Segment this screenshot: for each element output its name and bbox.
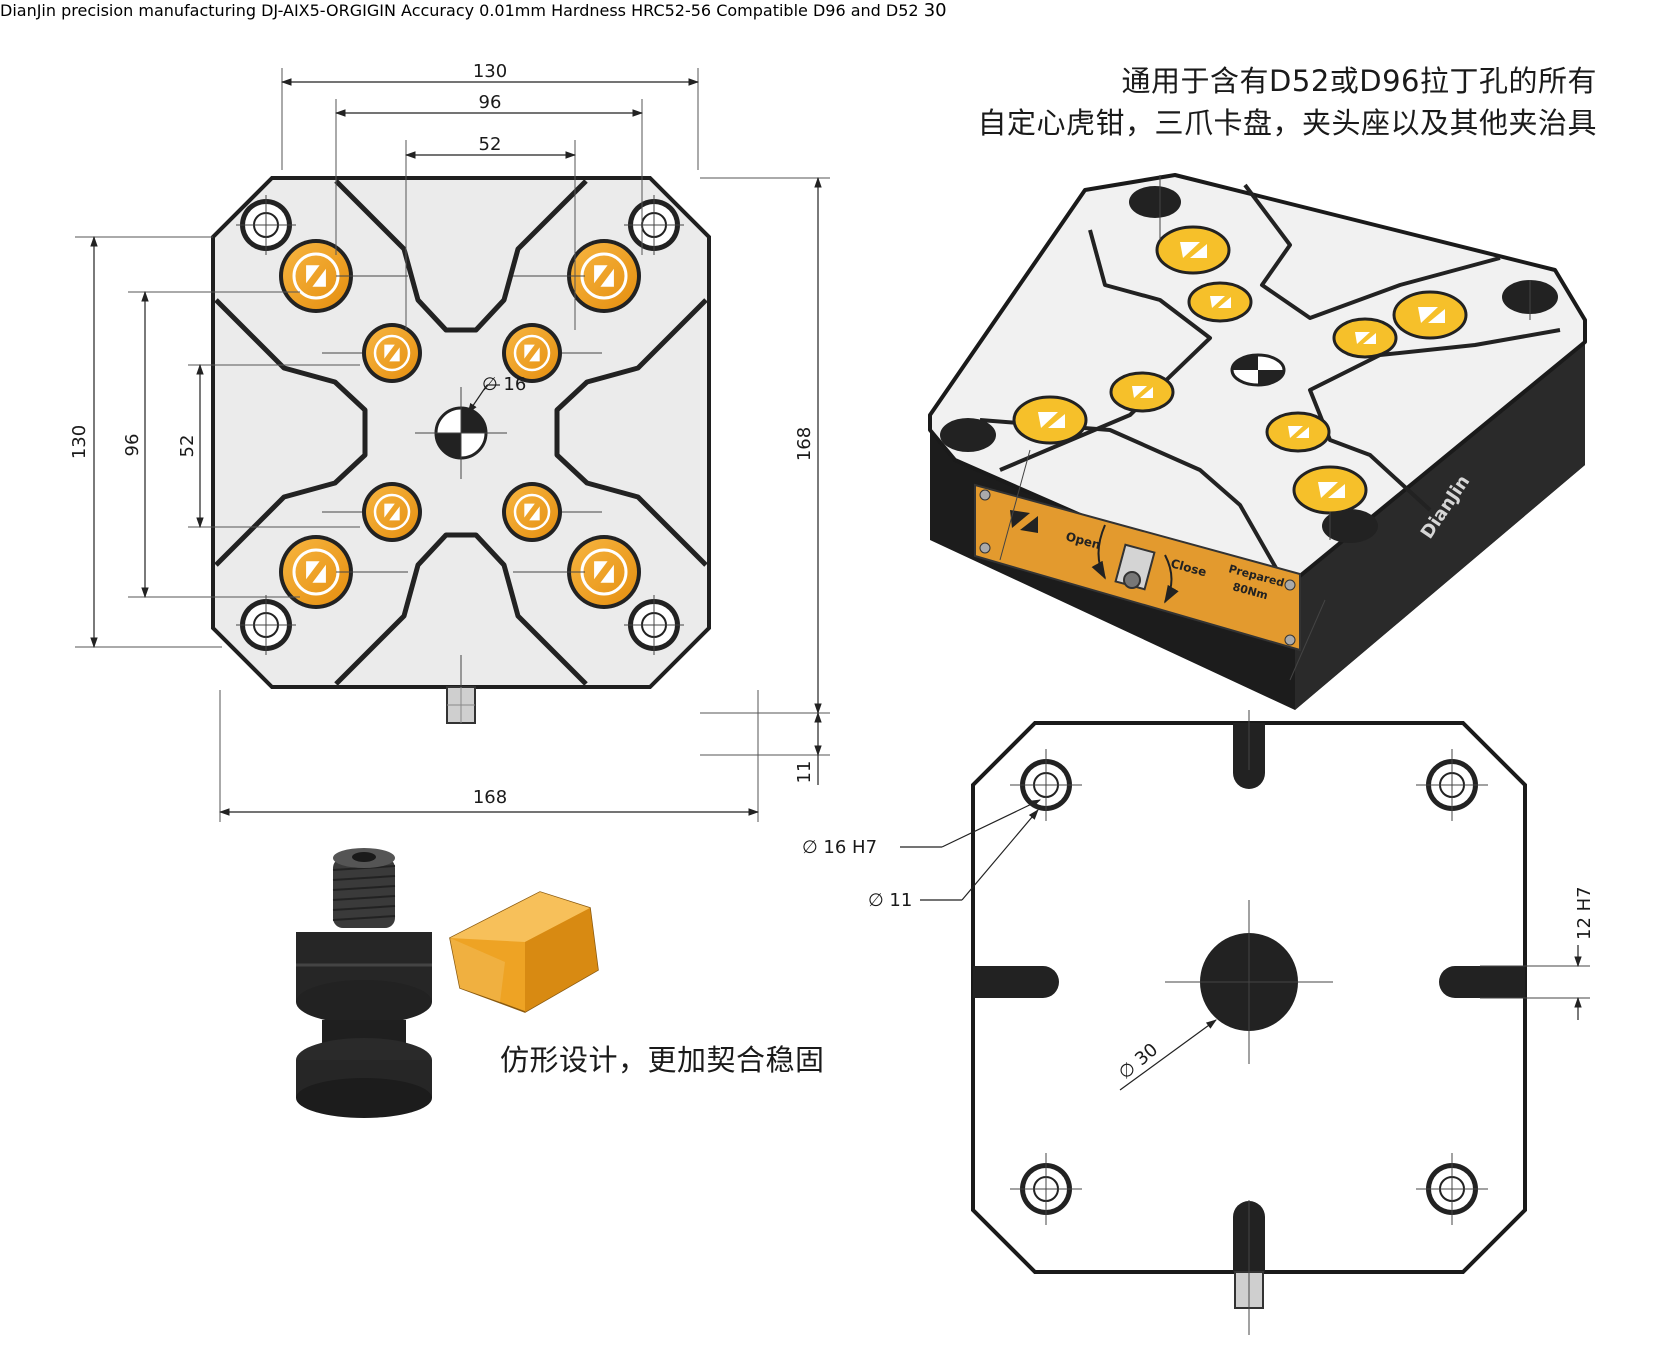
side-compat: Compatible D96 and D52 bbox=[716, 1, 919, 20]
dim-slot-width: 12 H7 bbox=[1574, 886, 1595, 940]
side-tagline: precision manufacturing bbox=[61, 1, 257, 20]
orange-pad-icon bbox=[362, 323, 422, 383]
plate-grooves bbox=[214, 179, 708, 686]
bottom-slots bbox=[973, 723, 1525, 1272]
dim-52-left: 52 bbox=[177, 435, 198, 458]
dim-pin-bore: ∅ 16 H7 bbox=[802, 837, 877, 858]
iso-pad-logos bbox=[1038, 242, 1445, 498]
orange-key-icon bbox=[449, 891, 599, 1013]
iso-holes bbox=[940, 186, 1558, 543]
side-body: DianJin precision manufacturing DJ-AIX5-… bbox=[0, 0, 947, 21]
side-view: DianJin precision manufacturing DJ-AIX5-… bbox=[0, 0, 947, 21]
iso-yellow-pads bbox=[1012, 225, 1468, 515]
orange-pad-icon bbox=[502, 482, 562, 542]
dim-11-right: 11 bbox=[794, 761, 815, 784]
side-brand: DianJin bbox=[0, 1, 57, 20]
dim-hole-diameter: ∅ 16 bbox=[482, 374, 526, 395]
dim-thru-hole: ∅ 11 bbox=[868, 890, 912, 911]
side-accuracy: Accuracy 0.01mm bbox=[401, 1, 546, 20]
heading-line-1: 通用于含有D52或D96拉丁孔的所有 bbox=[1121, 64, 1597, 98]
dim-130-top: 130 bbox=[473, 61, 507, 82]
heading-line-2: 自定心虎钳，三爪卡盘，夹头座以及其他夹治具 bbox=[977, 106, 1597, 140]
top-view: 130 96 52 ∅ 16 130 96 52 168 11 168 bbox=[69, 61, 830, 822]
side-hardness: Hardness HRC52-56 bbox=[551, 1, 712, 20]
dim-96-left: 96 bbox=[122, 434, 143, 457]
dim-height-30: 30 bbox=[923, 0, 947, 21]
iso-view: Open Close Prepared 80Nm DianJin bbox=[928, 173, 1587, 710]
bottom-view: ∅ 16 H7 ∅ 11 ∅ 30 12 H7 bbox=[802, 710, 1595, 1335]
dim-52-top: 52 bbox=[479, 134, 502, 155]
dim-168-bottom: 168 bbox=[473, 787, 507, 808]
side-model: DJ-AIX5-ORGIGIN bbox=[261, 1, 396, 20]
dim-96-top: 96 bbox=[479, 92, 502, 113]
pull-stud-caption: 仿形设计，更加契合稳固 bbox=[500, 1043, 825, 1077]
pull-stud-icon bbox=[296, 848, 432, 1118]
orange-pad-icon bbox=[362, 482, 422, 542]
iso-front-plate: Open Close Prepared 80Nm bbox=[974, 483, 1301, 652]
dim-168-right: 168 bbox=[794, 427, 815, 461]
dim-130-left: 130 bbox=[69, 425, 90, 459]
